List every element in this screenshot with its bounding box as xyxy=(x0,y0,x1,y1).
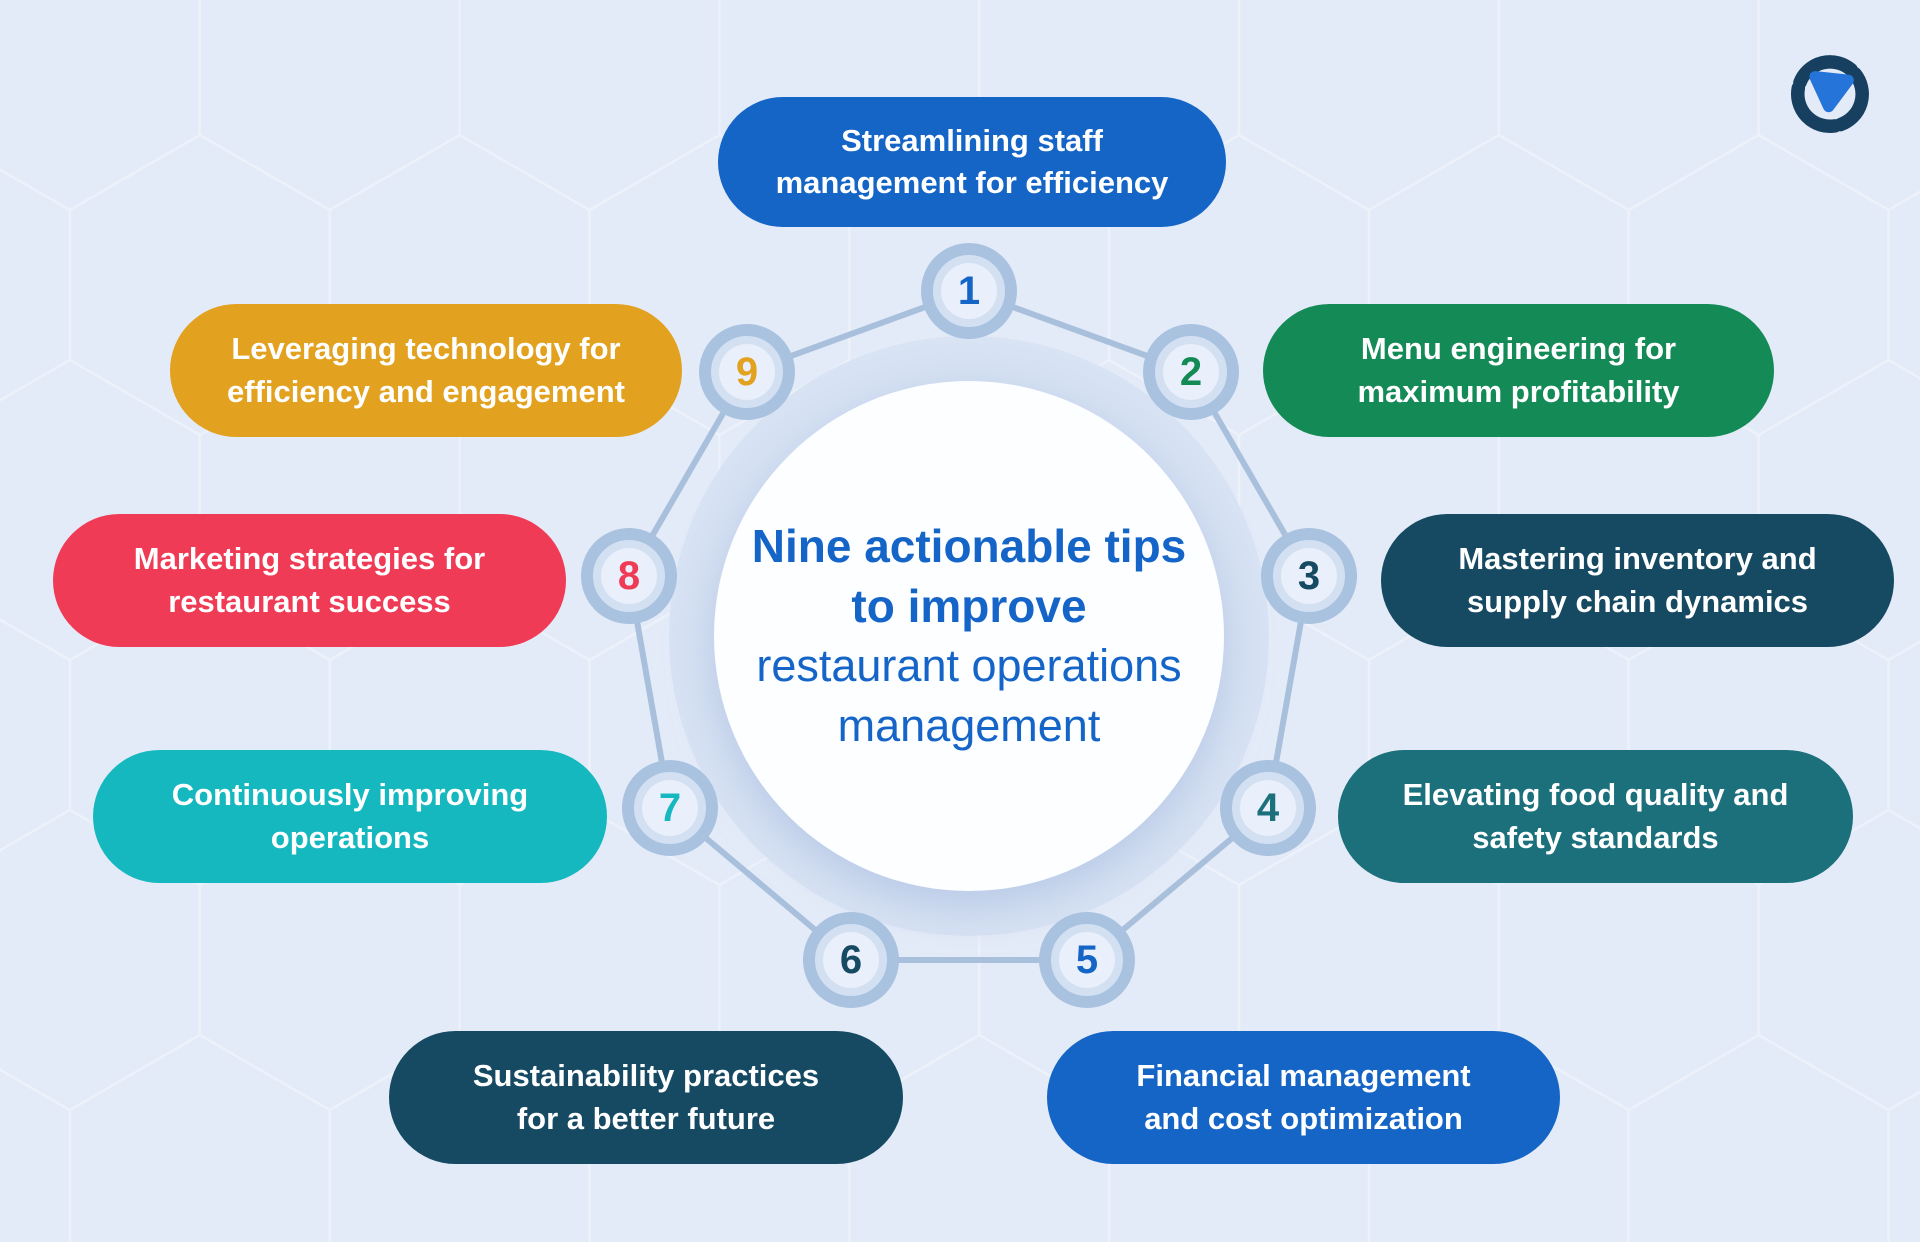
step-number-3: 3 xyxy=(1297,554,1321,598)
step-node-5-inner: 5 xyxy=(1059,932,1115,988)
tip-pill-1: Streamlining staff management for effici… xyxy=(718,97,1226,227)
step-number-6: 6 xyxy=(839,938,863,982)
tip-pill-6: Sustainability practices for a better fu… xyxy=(389,1031,903,1164)
step-node-4: 4 xyxy=(1220,760,1316,856)
step-number-7: 7 xyxy=(658,786,682,830)
brand-logo-icon xyxy=(1791,55,1869,134)
step-node-8: 8 xyxy=(581,528,677,624)
tip-pill-9: Leveraging technology for efficiency and… xyxy=(170,304,682,437)
step-number-8: 8 xyxy=(617,554,641,598)
step-node-6: 6 xyxy=(803,912,899,1008)
step-node-1: 1 xyxy=(921,243,1017,339)
step-node-9-inner: 9 xyxy=(719,344,775,400)
tip-pill-5: Financial management and cost optimizati… xyxy=(1047,1031,1560,1164)
step-number-4: 4 xyxy=(1256,786,1280,830)
step-node-6-inner: 6 xyxy=(823,932,879,988)
step-number-5: 5 xyxy=(1075,938,1099,982)
step-node-8-inner: 8 xyxy=(601,548,657,604)
step-node-5: 5 xyxy=(1039,912,1135,1008)
tip-pill-7: Continuously improving operations xyxy=(93,750,607,883)
step-node-9: 9 xyxy=(699,324,795,420)
step-node-7-inner: 7 xyxy=(642,780,698,836)
step-node-2-inner: 2 xyxy=(1163,344,1219,400)
tip-pill-2: Menu engineering for maximum profitabili… xyxy=(1263,304,1774,437)
tip-pill-4: Elevating food quality and safety standa… xyxy=(1338,750,1853,883)
center-circle: Nine actionable tips to improve restaura… xyxy=(714,381,1224,891)
tip-pill-3: Mastering inventory and supply chain dyn… xyxy=(1381,514,1894,647)
step-node-2: 2 xyxy=(1143,324,1239,420)
step-node-4-inner: 4 xyxy=(1240,780,1296,836)
step-node-3: 3 xyxy=(1261,528,1357,624)
step-node-3-inner: 3 xyxy=(1281,548,1337,604)
center-title-regular: restaurant operations management xyxy=(756,640,1182,751)
step-node-1-inner: 1 xyxy=(941,263,997,319)
tip-pill-8: Marketing strategies for restaurant succ… xyxy=(53,514,566,647)
center-title-bold: Nine actionable tips to improve xyxy=(751,519,1187,632)
step-number-2: 2 xyxy=(1179,350,1203,394)
step-node-7: 7 xyxy=(622,760,718,856)
step-number-9: 9 xyxy=(735,350,759,394)
step-number-1: 1 xyxy=(957,269,981,313)
